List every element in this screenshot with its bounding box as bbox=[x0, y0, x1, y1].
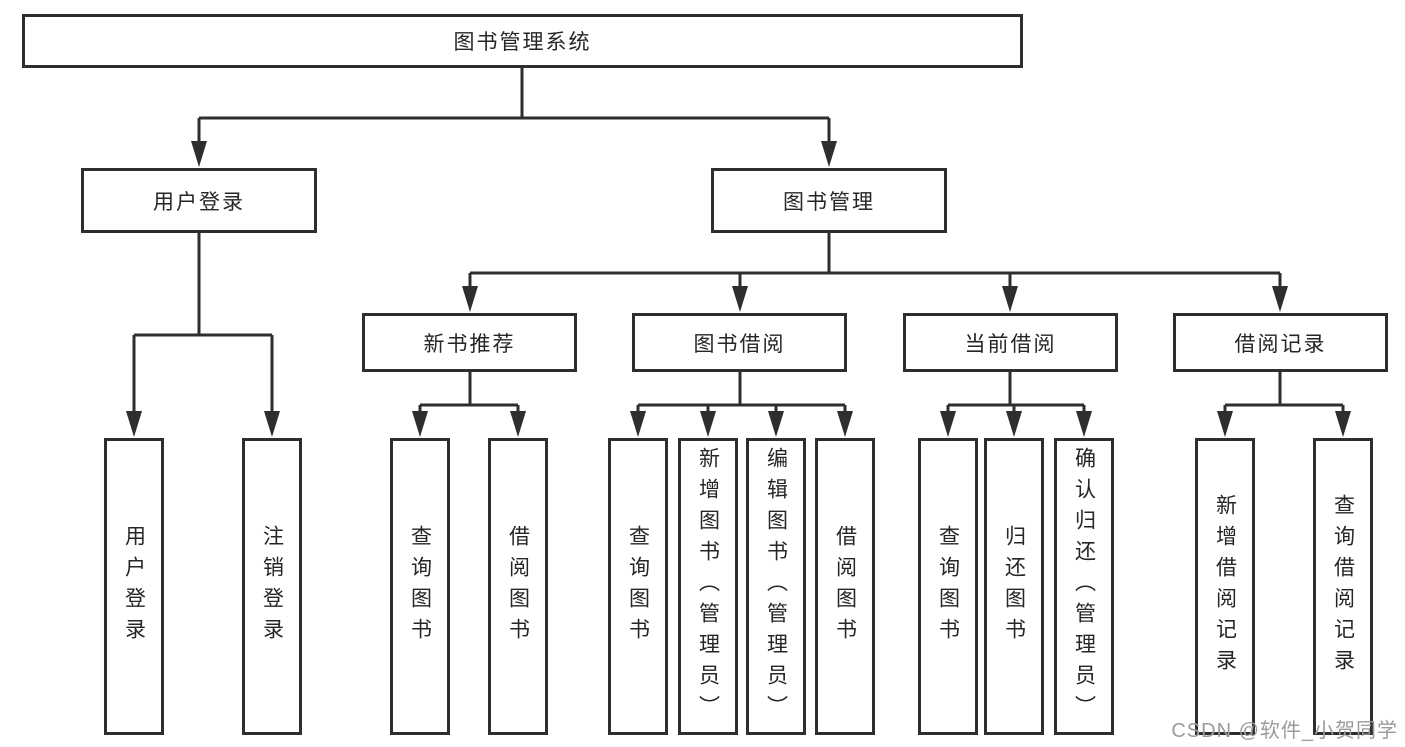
leaf-edit-books-admin-label: 编辑图书（管理员） bbox=[764, 447, 788, 726]
leaf-user-login-label: 用户登录 bbox=[122, 524, 146, 649]
leaf-logout: 注销登录 bbox=[242, 438, 302, 735]
arrowheads bbox=[126, 141, 1351, 437]
node-borrow-records-label: 借阅记录 bbox=[1234, 332, 1327, 356]
csdn-watermark: CSDN @软件_小贺同学 bbox=[1171, 720, 1398, 742]
leaf-add-books-admin-label: 新增图书（管理员） bbox=[696, 447, 720, 726]
leaf-query-borrow-record: 查询借阅记录 bbox=[1313, 438, 1373, 735]
leaf-return-books-label: 归还图书 bbox=[1002, 524, 1026, 649]
node-book-management: 图书管理 bbox=[711, 168, 947, 233]
node-borrow-records: 借阅记录 bbox=[1173, 313, 1388, 372]
leaf-add-borrow-record: 新增借阅记录 bbox=[1195, 438, 1255, 735]
node-current-borrowing: 当前借阅 bbox=[903, 313, 1118, 372]
node-user-login: 用户登录 bbox=[81, 168, 317, 233]
node-root: 图书管理系统 bbox=[22, 14, 1023, 68]
node-current-borrowing-label: 当前借阅 bbox=[964, 332, 1057, 356]
leaf-borrow-books-recommend: 借阅图书 bbox=[488, 438, 548, 735]
leaf-add-borrow-record-label: 新增借阅记录 bbox=[1213, 493, 1237, 680]
leaf-query-books-recommend-label: 查询图书 bbox=[408, 524, 432, 649]
leaf-add-books-admin: 新增图书（管理员） bbox=[678, 438, 738, 735]
leaf-borrow-books-borrowing: 借阅图书 bbox=[815, 438, 875, 735]
leaf-borrow-books-recommend-label: 借阅图书 bbox=[506, 524, 530, 649]
leaf-query-books-borrowing: 查询图书 bbox=[608, 438, 668, 735]
leaf-borrow-books-borrowing-label: 借阅图书 bbox=[833, 524, 857, 649]
leaf-user-login: 用户登录 bbox=[104, 438, 164, 735]
leaf-query-borrow-record-label: 查询借阅记录 bbox=[1331, 493, 1355, 680]
node-root-label: 图书管理系统 bbox=[453, 31, 592, 54]
leaf-confirm-return-admin: 确认归还（管理员） bbox=[1054, 438, 1114, 735]
node-user-login-label: 用户登录 bbox=[153, 190, 245, 214]
node-book-management-label: 图书管理 bbox=[783, 190, 875, 214]
leaf-confirm-return-admin-label: 确认归还（管理员） bbox=[1072, 447, 1096, 726]
leaf-query-books-borrowing-label: 查询图书 bbox=[626, 524, 650, 649]
leaf-query-books-recommend: 查询图书 bbox=[390, 438, 450, 735]
node-book-borrowing: 图书借阅 bbox=[632, 313, 847, 372]
node-book-borrowing-label: 图书借阅 bbox=[693, 332, 786, 356]
leaf-logout-label: 注销登录 bbox=[260, 524, 284, 649]
node-new-book-recommend: 新书推荐 bbox=[362, 313, 577, 372]
leaf-return-books: 归还图书 bbox=[984, 438, 1044, 735]
leaf-query-books-current: 查询图书 bbox=[918, 438, 978, 735]
leaf-query-books-current-label: 查询图书 bbox=[936, 524, 960, 649]
node-new-book-recommend-label: 新书推荐 bbox=[423, 332, 516, 356]
leaf-edit-books-admin: 编辑图书（管理员） bbox=[746, 438, 806, 735]
